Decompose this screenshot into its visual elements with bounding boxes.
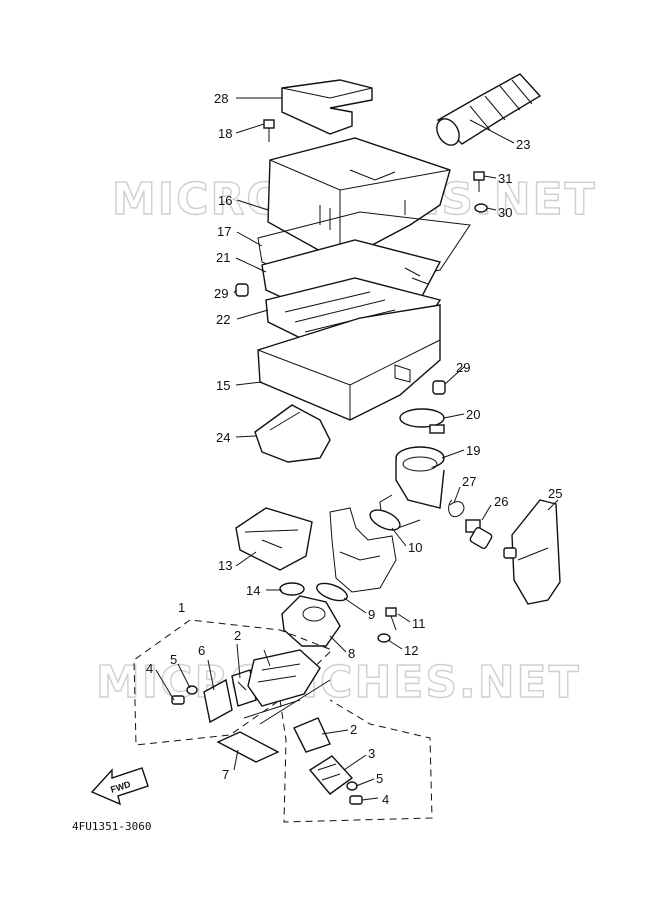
part-10-clamp <box>369 509 401 531</box>
part-11-bolt <box>385 607 397 631</box>
callout-6: 6 <box>198 643 205 658</box>
callout-18: 18 <box>218 126 232 141</box>
part-5-washer-right <box>346 781 358 791</box>
callout-5-left: 5 <box>170 652 177 667</box>
callout-2-upper: 2 <box>234 628 241 643</box>
drawing-code: 4FU1351-3060 <box>72 820 151 833</box>
callout-16: 16 <box>218 193 232 208</box>
watermark-bottom: MICROFICHES.NET <box>96 657 581 708</box>
part-4-screw-left <box>171 695 185 705</box>
callout-19: 19 <box>466 443 480 458</box>
leader-lines <box>155 97 559 801</box>
part-13-intake-cap <box>235 507 313 571</box>
callout-7: 7 <box>222 767 229 782</box>
callout-5-right: 5 <box>376 771 383 786</box>
callout-8: 8 <box>348 646 355 661</box>
part-2-reed-petal-lower <box>293 717 331 753</box>
part-6-reed-plate <box>203 678 233 724</box>
callout-3: 3 <box>368 746 375 761</box>
part-12-washer <box>377 633 391 643</box>
callout-28: 28 <box>214 91 228 106</box>
assembly-1-outline-lower <box>279 699 433 823</box>
assembly-1-outline <box>133 619 333 746</box>
callout-12: 12 <box>404 643 418 658</box>
callout-26: 26 <box>494 494 508 509</box>
callout-4-left: 4 <box>146 661 153 676</box>
part-25-reservoir <box>503 499 561 605</box>
part-14-band <box>279 582 305 596</box>
callout-25: 25 <box>548 486 562 501</box>
callout-1: 1 <box>178 600 185 615</box>
callout-20: 20 <box>466 407 480 422</box>
callout-17: 17 <box>217 224 231 239</box>
callout-4-right: 4 <box>382 792 389 807</box>
callout-9: 9 <box>368 607 375 622</box>
part-15-airbox-case <box>257 304 441 421</box>
part-18-screw <box>263 119 275 142</box>
part-28-foam-insert <box>281 79 373 135</box>
part-8-manifold <box>281 595 341 647</box>
callout-29-upper: 29 <box>214 286 228 301</box>
part-26-sensor <box>465 519 493 550</box>
part-30-washer <box>474 203 488 213</box>
callout-27: 27 <box>462 474 476 489</box>
reed-valve-body <box>247 649 321 707</box>
callout-24: 24 <box>216 430 230 445</box>
carburetor-body <box>329 507 397 593</box>
callout-29-lower: 29 <box>456 360 470 375</box>
part-3-stopper-plate <box>308 755 354 795</box>
part-20-clamp <box>399 408 445 434</box>
part-23-intake-duct <box>436 73 542 146</box>
callout-31: 31 <box>498 171 512 186</box>
callout-14: 14 <box>246 583 260 598</box>
part-29-grommet-lower <box>432 380 446 395</box>
part-4-screw-right <box>349 795 363 805</box>
callout-2-lower: 2 <box>350 722 357 737</box>
part-5-washer-left <box>186 685 198 695</box>
part-7-gasket <box>216 731 280 763</box>
part-9-gasket <box>316 582 348 602</box>
part-19-joint <box>379 446 445 529</box>
part-24-cover <box>254 404 331 463</box>
part-17-gasket <box>257 211 471 293</box>
callout-10: 10 <box>408 540 422 555</box>
callout-21: 21 <box>216 250 230 265</box>
part-29-grommet-upper <box>235 283 249 297</box>
forward-direction-arrow: FWD <box>90 767 149 806</box>
callout-22: 22 <box>216 312 230 327</box>
callout-labels: 28 18 23 31 16 30 17 21 29 22 29 15 20 2… <box>146 91 562 807</box>
callout-13: 13 <box>218 558 232 573</box>
callout-11: 11 <box>412 616 426 631</box>
callout-30: 30 <box>498 205 512 220</box>
callout-15: 15 <box>216 378 230 393</box>
callout-23: 23 <box>516 137 530 152</box>
part-27-clip <box>448 499 465 518</box>
